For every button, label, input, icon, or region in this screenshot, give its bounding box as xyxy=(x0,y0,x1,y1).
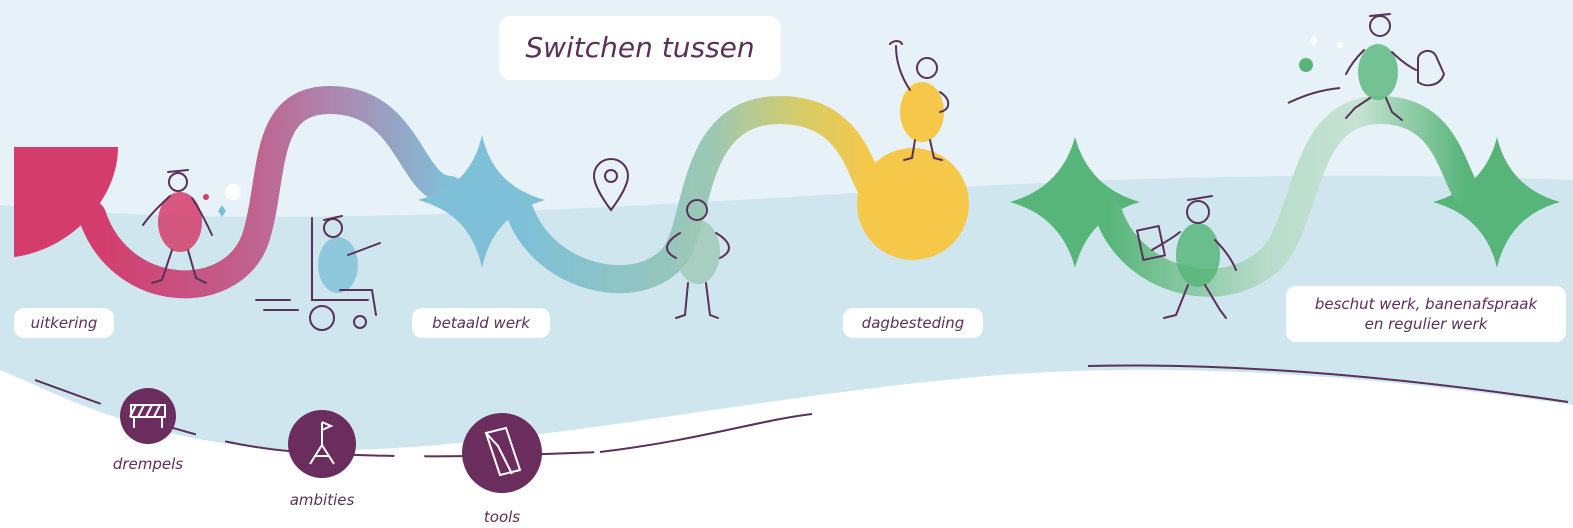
uitkering-shape xyxy=(14,147,118,257)
legend-label-tools: tools xyxy=(483,508,521,526)
page-title: Switchen tussen xyxy=(499,16,781,80)
location-pin-icon xyxy=(592,157,630,212)
walking-person-figure-2 xyxy=(1345,13,1446,121)
beschut-werk-shape-2 xyxy=(1433,137,1560,268)
label-uitkering-text: uitkering xyxy=(30,314,98,332)
label-betaald-werk-text: betaald werk xyxy=(432,314,530,332)
label-beschut-werk: beschut werk, banenafspraak en regulier … xyxy=(1286,286,1566,342)
walking-person-figure-1 xyxy=(142,169,213,284)
label-betaald-werk: betaald werk xyxy=(412,308,550,338)
dagbesteding-shape xyxy=(857,148,969,260)
beschut-werk-shape-1 xyxy=(1010,137,1140,268)
label-dagbesteding: dagbesteding xyxy=(843,308,983,338)
label-uitkering: uitkering xyxy=(14,308,114,338)
legend-label-ambities: ambities xyxy=(289,491,355,509)
standing-person-figure xyxy=(666,199,730,319)
legend-label-drempels: drempels xyxy=(112,455,184,473)
label-dagbesteding-text: dagbesteding xyxy=(861,314,965,332)
label-beschut-werk-line1: beschut werk, banenafspraak xyxy=(1314,295,1538,313)
wheelchair-person-figure xyxy=(255,215,381,331)
waving-person-figure xyxy=(889,40,950,161)
label-beschut-werk-line2: en regulier werk xyxy=(1364,315,1488,333)
betaald-werk-shape xyxy=(418,135,545,268)
reading-person-figure xyxy=(1135,195,1237,319)
